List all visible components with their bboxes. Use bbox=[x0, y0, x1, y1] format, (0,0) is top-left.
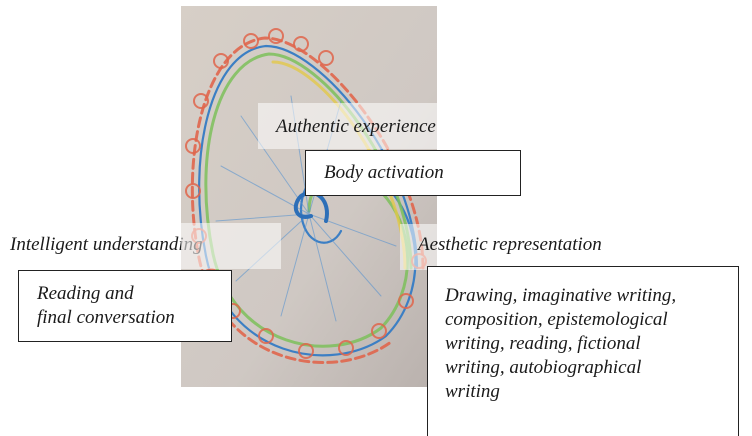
drawing-line-2: composition, epistemological bbox=[445, 308, 738, 332]
intelligent-understanding-label: Intelligent understanding bbox=[10, 233, 203, 257]
authentic-experience-label: Authentic experience bbox=[258, 103, 464, 149]
body-activation-box: Body activation bbox=[305, 150, 521, 196]
reading-line-1: Reading and bbox=[37, 282, 231, 306]
reading-line-2: final conversation bbox=[37, 306, 231, 330]
reading-conversation-box: Reading and final conversation bbox=[18, 270, 232, 342]
intelligent-tint bbox=[181, 223, 281, 269]
drawing-line-5: writing bbox=[445, 380, 738, 404]
drawing-line-1: Drawing, imaginative writing, bbox=[445, 284, 738, 308]
drawing-line-4: writing, autobiographical bbox=[445, 356, 738, 380]
drawing-writing-box: Drawing, imaginative writing, compositio… bbox=[427, 266, 739, 436]
aesthetic-representation-label: Aesthetic representation bbox=[400, 224, 650, 270]
drawing-line-3: writing, reading, fictional bbox=[445, 332, 738, 356]
